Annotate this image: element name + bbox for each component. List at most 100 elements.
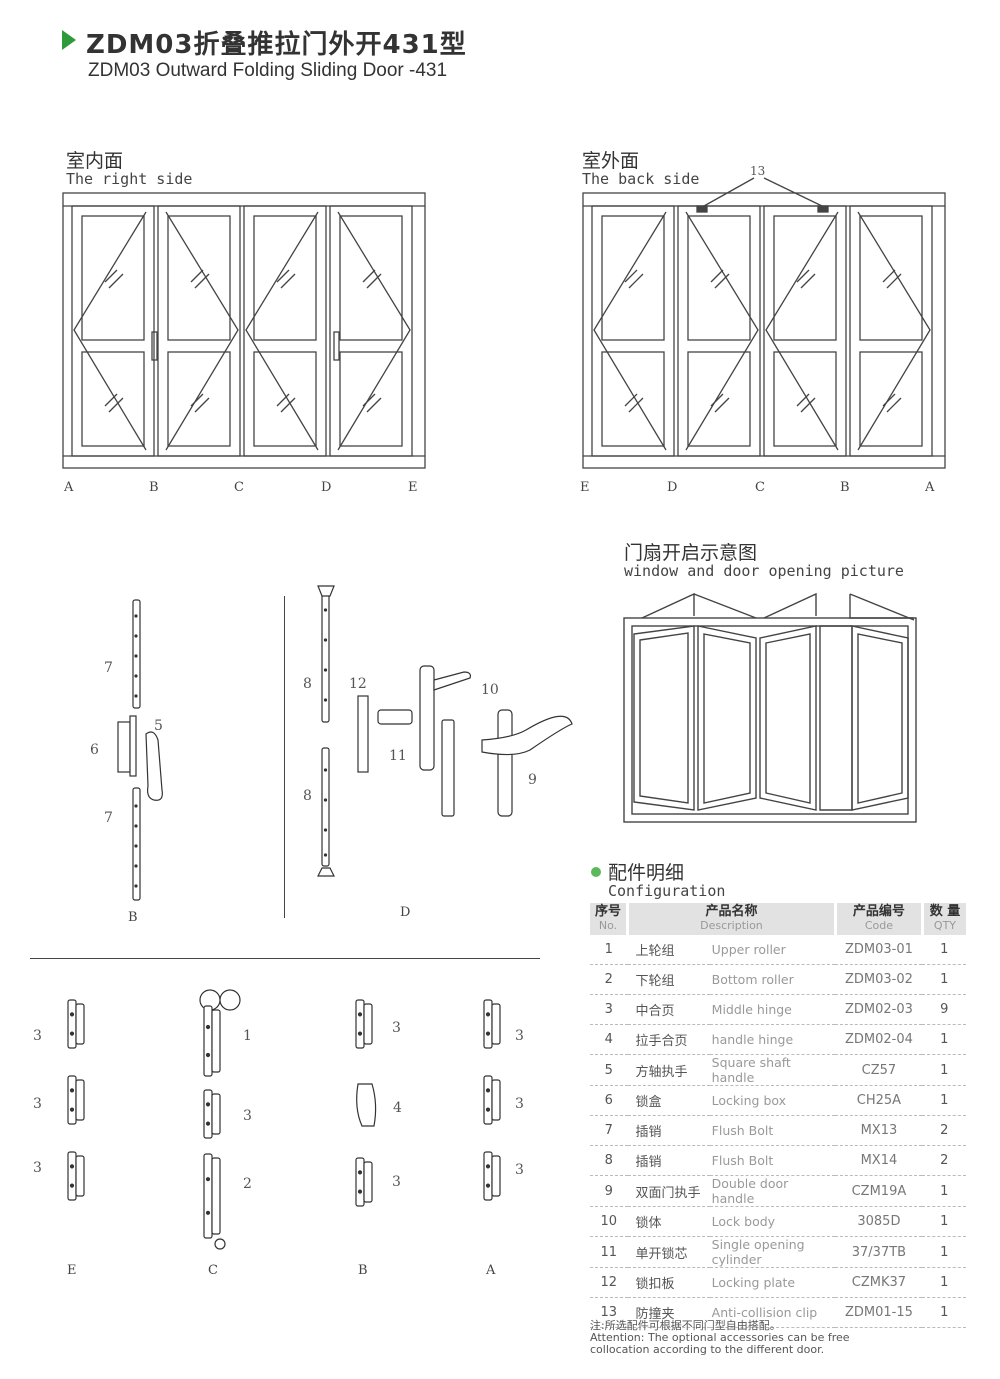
callout-3: 3 — [33, 1028, 42, 1044]
row-no: 6 — [590, 1085, 628, 1116]
row-no: 10 — [590, 1206, 628, 1237]
row-qty: 9 — [922, 994, 966, 1025]
row-code: CZ57 — [835, 1054, 923, 1086]
outer-letter: A — [925, 480, 935, 495]
inner-letter: A — [64, 480, 74, 495]
hardware-b-drawing — [117, 599, 163, 901]
row-no: 13 — [590, 1297, 628, 1328]
outer-view-label-en: The back side — [582, 170, 700, 188]
row-code: ZDM02-03 — [835, 994, 923, 1025]
outer-view-label-cn: 室外面 — [582, 150, 640, 172]
row-name-cn: 上轮组 — [627, 935, 710, 965]
row-name-en: Anti-collision clip — [709, 1297, 836, 1328]
inner-view-label-en: The right side — [66, 170, 193, 188]
callout-8: 8 — [303, 788, 312, 804]
row-name-en: Flush Bolt — [709, 1145, 836, 1176]
callout-3: 3 — [392, 1020, 401, 1036]
row-code: ZDM02-04 — [835, 1024, 923, 1055]
config-note: 注:所选配件可根据不同门型自由搭配。 Attention: The option… — [590, 1320, 850, 1356]
callout-12: 12 — [349, 676, 367, 692]
callout-9: 9 — [528, 772, 537, 788]
hardware-b-letter: B — [128, 910, 138, 925]
callout-7: 7 — [104, 660, 113, 676]
row-code: CH25A — [835, 1085, 923, 1116]
row-qty: 1 — [922, 1297, 966, 1328]
row-no: 3 — [590, 994, 628, 1025]
row-code: 3085D — [835, 1206, 923, 1237]
hardware-d-drawing — [317, 585, 573, 877]
hinge-letter: E — [67, 1263, 77, 1278]
row-name-cn: 锁扣板 — [627, 1267, 710, 1298]
hinge-letter: B — [358, 1263, 368, 1278]
row-qty: 2 — [922, 1145, 966, 1176]
row-qty: 1 — [922, 1206, 966, 1237]
config-bullet-icon — [591, 867, 601, 877]
callout-3: 3 — [515, 1162, 524, 1178]
note-en-2: collocation according to the different d… — [590, 1343, 825, 1356]
outer-letter: B — [840, 480, 850, 495]
config-title-cn: 配件明细 — [608, 862, 685, 884]
callout-3: 3 — [33, 1160, 42, 1176]
inner-view-label-cn: 室内面 — [66, 150, 124, 172]
row-code: 37/37TB — [835, 1236, 923, 1268]
row-qty: 1 — [922, 935, 966, 965]
row-name-cn: 方轴执手 — [627, 1054, 710, 1086]
callout-3: 3 — [33, 1096, 42, 1112]
row-code: CZMK37 — [835, 1267, 923, 1298]
row-name-cn: 插销 — [627, 1115, 710, 1146]
outer-letter: D — [667, 480, 678, 495]
row-name-cn: 中合页 — [627, 994, 710, 1025]
outer-letter: E — [580, 480, 590, 495]
callout-3: 3 — [392, 1174, 401, 1190]
outer-letter: C — [755, 480, 765, 495]
callout-3: 3 — [515, 1096, 524, 1112]
row-name-cn: 拉手合页 — [627, 1024, 710, 1055]
inner-letter: D — [321, 480, 332, 495]
hardware-d-letter: D — [400, 905, 411, 920]
note-cn: 注:所选配件可根据不同门型自由搭配。 — [590, 1319, 781, 1332]
row-name-en: Upper roller — [709, 935, 836, 965]
row-qty: 1 — [922, 964, 966, 995]
row-code: MX13 — [835, 1115, 923, 1146]
outer-callout-13: 13 — [750, 164, 766, 178]
hinge-letter: A — [486, 1263, 496, 1278]
inner-letter: B — [149, 480, 159, 495]
row-name-en: handle hinge — [709, 1024, 836, 1055]
row-name-en: Locking plate — [709, 1267, 836, 1298]
row-qty: 1 — [922, 1236, 966, 1268]
row-code: ZDM03-01 — [835, 935, 923, 965]
row-no: 2 — [590, 964, 628, 995]
callout-3: 3 — [243, 1108, 252, 1124]
callout-4: 4 — [393, 1100, 402, 1116]
horizontal-divider — [30, 958, 540, 959]
row-name-en: Middle hinge — [709, 994, 836, 1025]
row-name-cn: 锁盒 — [627, 1085, 710, 1116]
hinge-letter: C — [208, 1263, 218, 1278]
row-name-en: Locking box — [709, 1085, 836, 1116]
inner-view-drawing — [62, 192, 426, 469]
row-name-cn: 插销 — [627, 1145, 710, 1176]
callout-2: 2 — [243, 1176, 252, 1192]
row-no: 12 — [590, 1267, 628, 1298]
opening-label-cn: 门扇开启示意图 — [624, 542, 758, 564]
row-no: 11 — [590, 1236, 628, 1268]
row-code: ZDM03-02 — [835, 964, 923, 995]
row-qty: 1 — [922, 1085, 966, 1116]
note-en-1: Attention: The optional accessories can … — [590, 1331, 850, 1344]
row-name-cn: 单开锁芯 — [627, 1236, 710, 1268]
row-name-en: Square shaft handle — [709, 1054, 836, 1086]
row-name-en: Single opening cylinder — [709, 1236, 836, 1268]
